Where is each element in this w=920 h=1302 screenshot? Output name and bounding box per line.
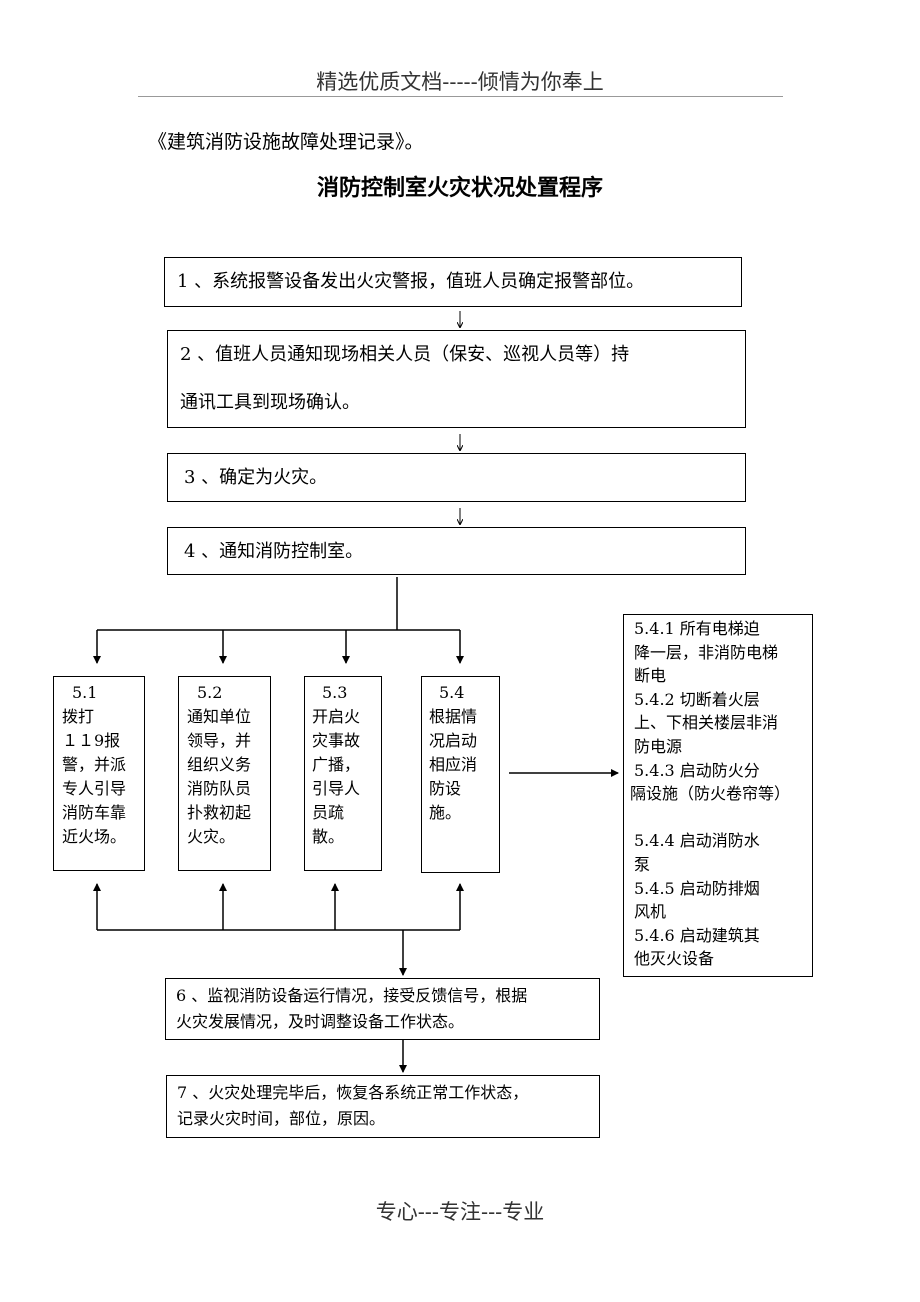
branch-5-3-box: 5.3 开启火 灾事故 广播， 引导人 员疏散。 <box>304 676 382 871</box>
sub-action-line: 5.4.3 启动防火分 <box>634 760 760 780</box>
page-header: 精选优质文档-----倾情为你奉上 <box>316 70 604 94</box>
sub-action-line: 隔设施（防火卷帘等） <box>630 784 791 804</box>
step-7-line2: 记录火灾时间，部位，原因。 <box>177 1109 386 1128</box>
branch-5-4-line: 况启动 <box>429 731 478 750</box>
branch-5-1-line: 5.1 <box>72 683 98 702</box>
branch-5-2-line: 通知单位 <box>187 707 252 726</box>
step-2-box: 2 、值班人员通知现场相关人员（保安、巡视人员等）持 通讯工具到现场确认。 <box>167 330 746 428</box>
branch-5-4-line: 相应消 <box>429 755 478 774</box>
branch-5-4-line: 5.4 <box>439 683 465 702</box>
step-1-box: 1 、系统报警设备发出火灾警报，值班人员确定报警部位。 <box>164 257 742 307</box>
step-1-text: 1 、系统报警设备发出火灾警报，值班人员确定报警部位。 <box>177 271 645 292</box>
branch-5-3-line: 5.3 <box>322 683 348 702</box>
sub-action-line: 5.4.5 启动防排烟 <box>634 878 760 898</box>
sub-action-line <box>634 806 806 830</box>
branch-5-2-line: 火灾。 <box>187 827 236 846</box>
branch-5-4-line: 根据情 <box>429 707 478 726</box>
page-footer: 专心---专注---专业 <box>375 1200 545 1224</box>
sub-action-line: 5.4.1 所有电梯迫 <box>634 619 760 638</box>
sub-action-line: 风机 <box>634 902 667 922</box>
step-6-line1: 6 、监视消防设备运行情况，接受反馈信号，根据 <box>176 986 528 1005</box>
sub-action-line: 他灭火设备 <box>634 949 715 969</box>
branch-5-2-box: 5.2 通知单位 领导，并 组织义务 消防队员 扑救初起 火灾。 <box>178 676 271 871</box>
branch-5-1-line: 近火场。 <box>62 827 127 846</box>
step-4-box: 4 、通知消防控制室。 <box>167 527 746 575</box>
branch-5-2-line: 组织义务 <box>187 755 252 774</box>
branch-5-3-line: 广播， <box>312 755 361 774</box>
sub-action-line: 上、下相关楼层非消 <box>634 713 779 733</box>
step-2-line2: 通讯工具到现场确认。 <box>180 392 360 413</box>
sub-action-line: 泵 <box>634 854 651 874</box>
branch-5-4-line: 防设施。 <box>429 779 462 822</box>
step-4-text: 4 、通知消防控制室。 <box>184 541 364 562</box>
branch-5-1-line: １１9报 <box>62 731 121 750</box>
branch-5-2-line: 领导，并 <box>187 731 252 750</box>
branch-5-2-line: 消防队员 <box>187 779 252 798</box>
sub-action-line: 降一层，非消防电梯 <box>634 642 779 662</box>
step-6-line2: 火灾发展情况，及时调整设备工作状态。 <box>176 1012 465 1031</box>
sub-action-line: 断电 <box>634 666 667 686</box>
branch-5-2-line: 5.2 <box>197 683 223 702</box>
branch-5-1-line: 消防车靠 <box>62 803 127 822</box>
flowchart-title: 消防控制室火灾状况处置程序 <box>316 176 603 201</box>
branch-5-1-box: 5.1 拨打 １１9报 警，并派 专人引导 消防车靠 近火场。 <box>53 676 145 871</box>
branch-5-3-line: 员疏散。 <box>312 803 345 846</box>
step-7-line1: 7 、火灾处理完毕后，恢复各系统正常工作状态， <box>177 1083 529 1102</box>
branch-5-1-line: 警，并派 <box>62 755 127 774</box>
branch-5-1-line: 专人引导 <box>62 779 127 798</box>
sub-action-line: 5.4.6 启动建筑其 <box>634 925 760 945</box>
branch-5-3-line: 引导人 <box>312 779 361 798</box>
sub-action-line: 5.4.4 启动消防水 <box>634 831 760 851</box>
branch-5-1-line: 拨打 <box>62 707 95 726</box>
step-6-box: 6 、监视消防设备运行情况，接受反馈信号，根据 火灾发展情况，及时调整设备工作状… <box>165 978 600 1040</box>
branch-5-3-line: 灾事故 <box>312 731 361 750</box>
header-divider <box>138 96 783 97</box>
branch-5-4-box: 5.4 根据情 况启动 相应消 防设施。 <box>421 676 500 873</box>
sub-action-line: 防电源 <box>634 736 683 756</box>
sub-actions-box: 5.4.1 所有电梯迫 降一层，非消防电梯 断电 5.4.2 切断着火层 上、下… <box>623 614 813 977</box>
reference-text: 《建筑消防设施故障处理记录》。 <box>148 131 424 153</box>
step-2-line1: 2 、值班人员通知现场相关人员（保安、巡视人员等）持 <box>180 344 630 365</box>
step-7-box: 7 、火灾处理完毕后，恢复各系统正常工作状态， 记录火灾时间，部位，原因。 <box>166 1075 600 1138</box>
branch-5-2-line: 扑救初起 <box>187 803 252 822</box>
step-3-text: 3 、确定为火灾。 <box>184 467 328 488</box>
sub-action-line: 5.4.2 切断着火层 <box>634 689 760 709</box>
branch-5-3-line: 开启火 <box>312 707 361 726</box>
step-3-box: 3 、确定为火灾。 <box>167 453 746 502</box>
